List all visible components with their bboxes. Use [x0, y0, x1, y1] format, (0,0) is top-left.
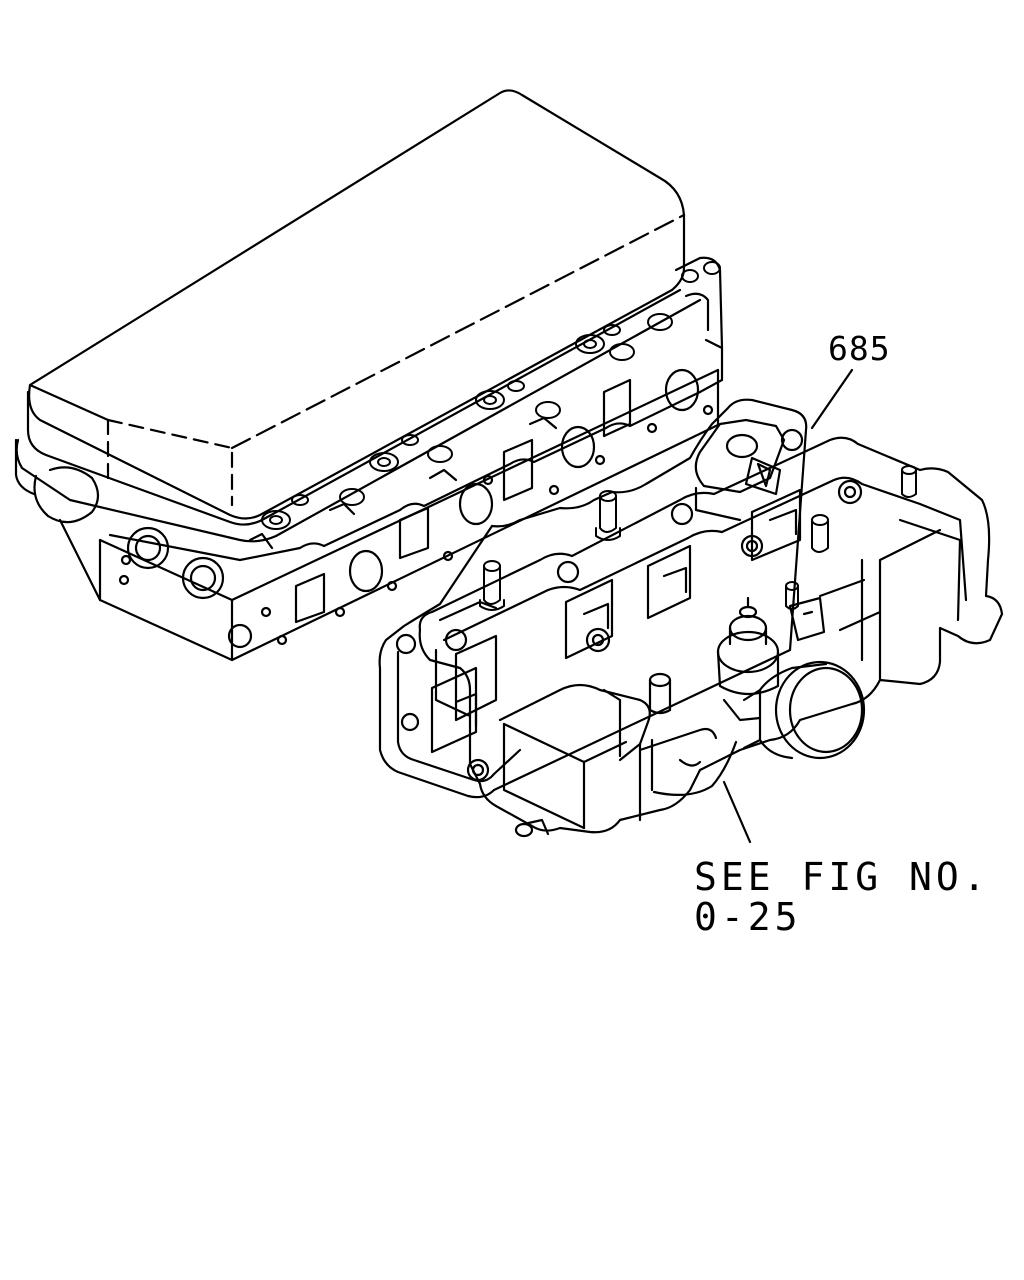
- intake-manifold: [418, 436, 1004, 838]
- cylinder-head-cover: [14, 89, 702, 543]
- see-figure-reference-line2: 0-25: [694, 895, 802, 939]
- cylinder-head: [33, 256, 724, 662]
- see-figure-reference-line1: SEE FIG NO.: [694, 855, 990, 899]
- leader-lines: [722, 368, 854, 844]
- manifold-studs: [479, 465, 917, 611]
- part-number-685-label: 685: [828, 329, 891, 368]
- leader-line-see-fig: [722, 780, 752, 844]
- leader-line-685: [810, 368, 854, 430]
- intake-manifold-gasket: [378, 398, 808, 799]
